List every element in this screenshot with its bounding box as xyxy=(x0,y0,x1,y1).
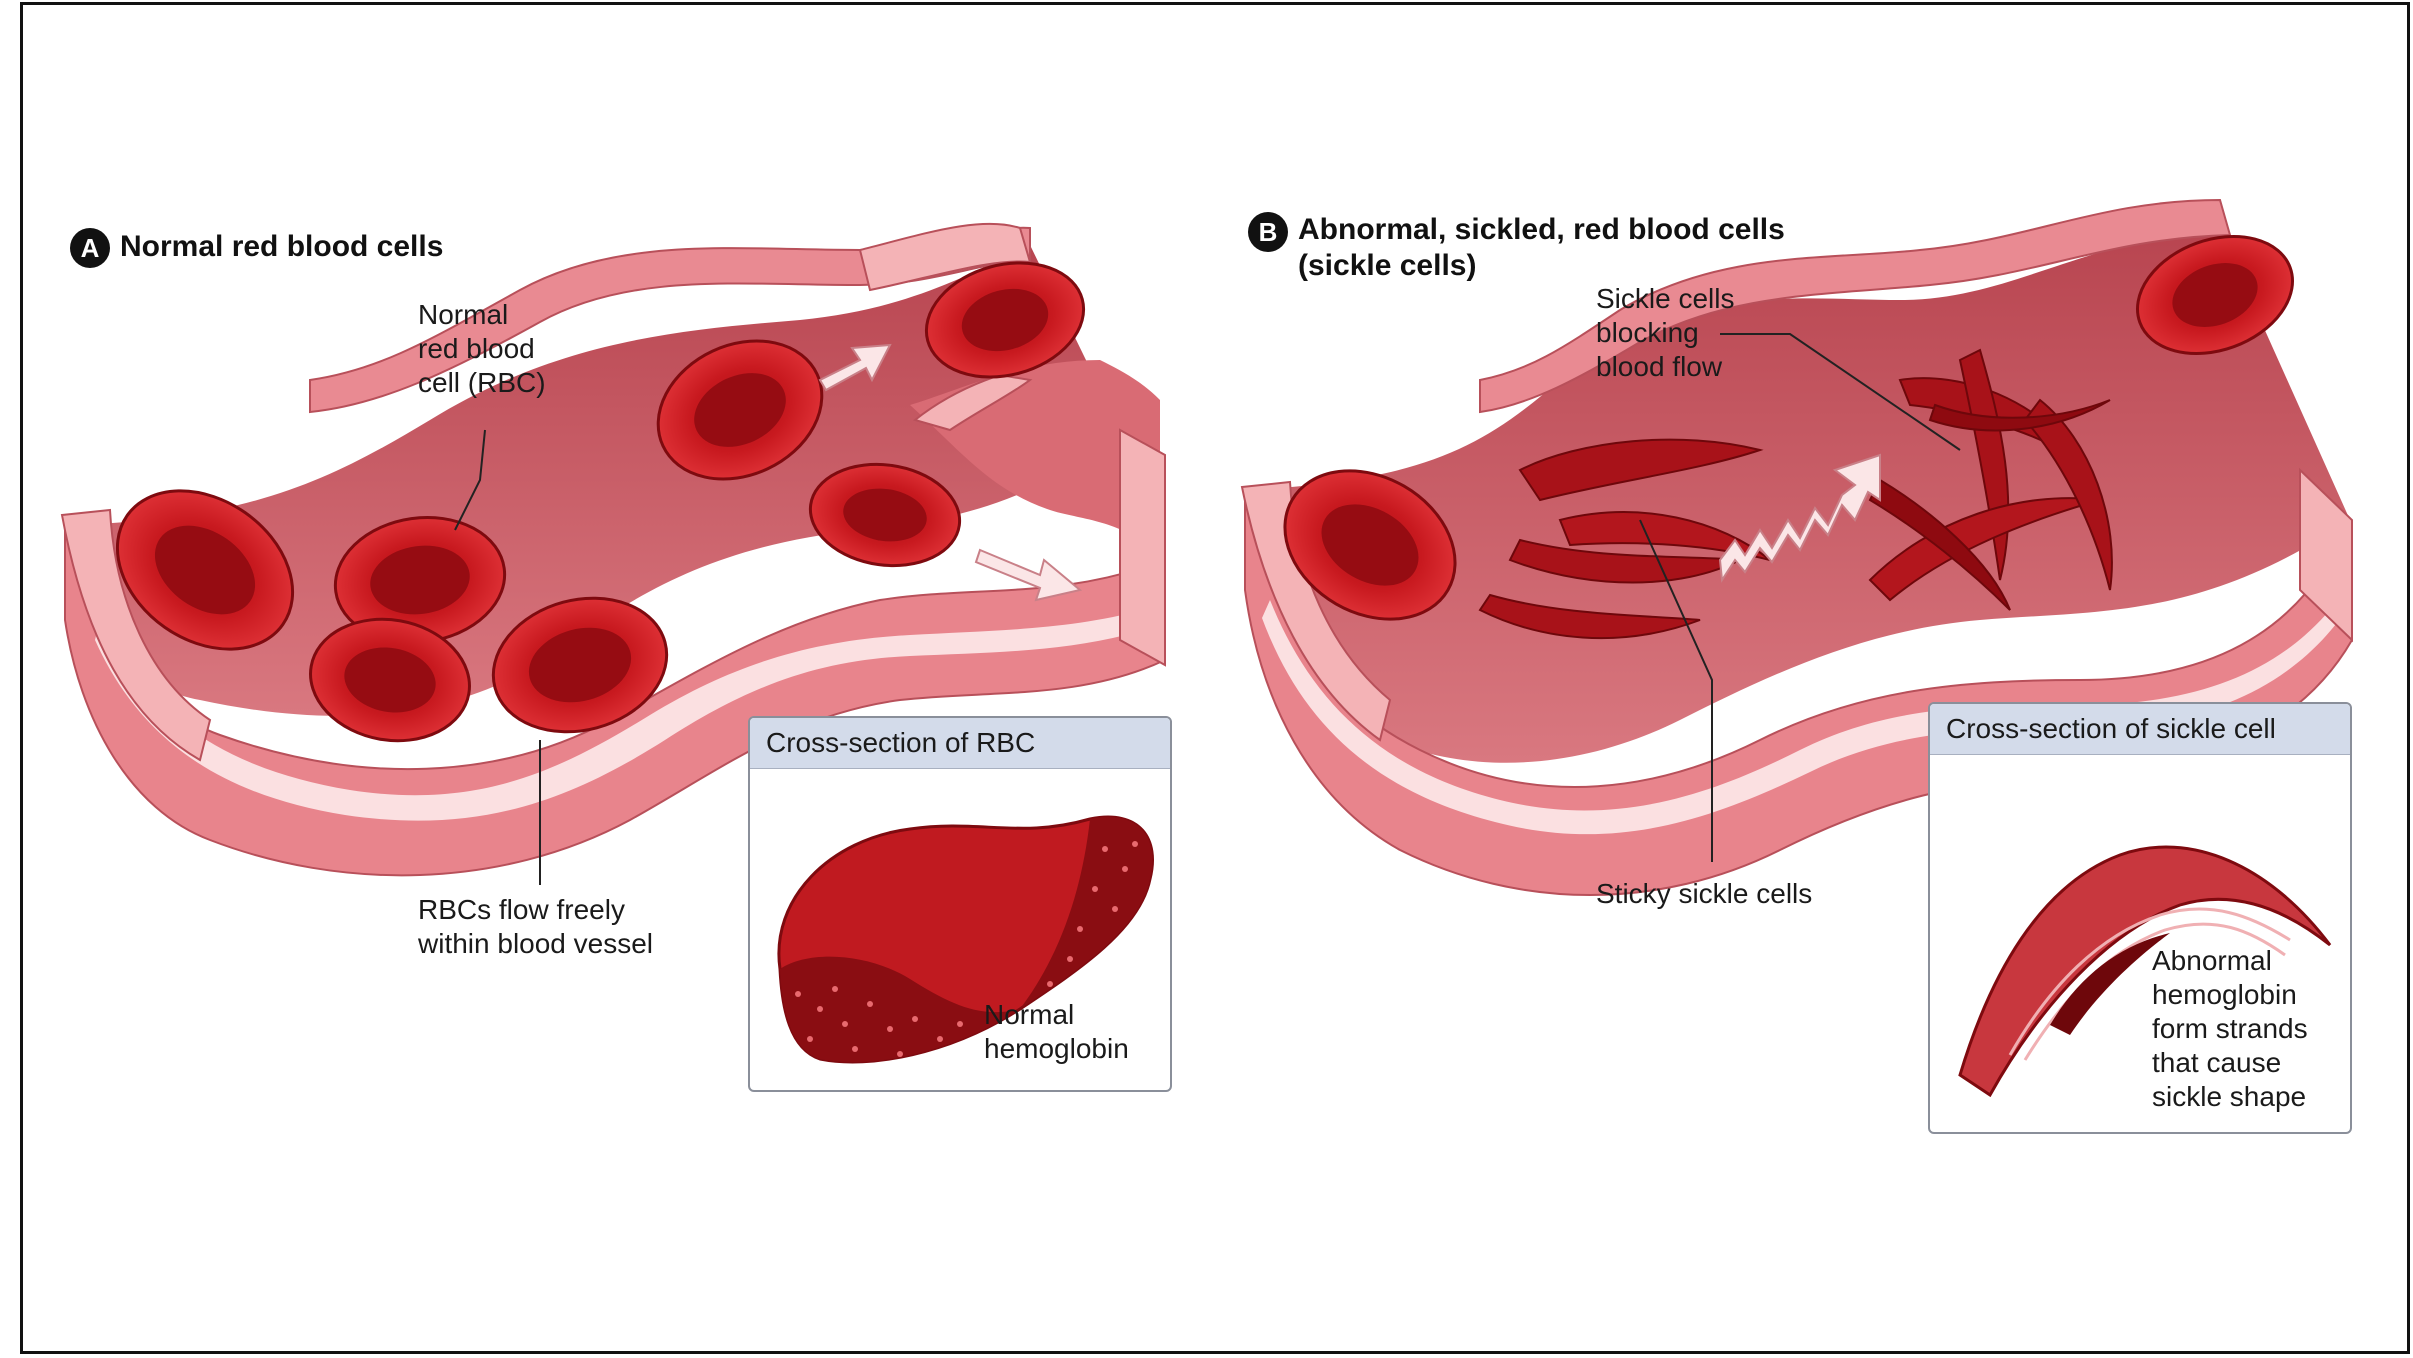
sickle-strands xyxy=(2008,907,2291,1056)
leader-line-sticky xyxy=(1639,519,1713,862)
label-sticky-sickle: Sticky sickle cells xyxy=(1596,878,1813,909)
sickle-cell xyxy=(1518,438,1764,502)
label-normal-hemoglobin: Normal hemoglobin xyxy=(984,999,1129,1064)
vessel-b-right-face xyxy=(2299,467,2353,643)
panel-b-title: Abnormal, sickled, red blood cells (sick… xyxy=(1298,213,1785,282)
sickle-cross-section-art xyxy=(1958,845,2332,1098)
label-rbcs-flow: RBCs flow freely within blood vessel xyxy=(418,894,654,959)
flow-arrow xyxy=(818,343,892,392)
label-normal-rbc: Normal red blood cell (RBC) xyxy=(418,299,546,398)
cells-b xyxy=(1283,235,2294,640)
rbc-cell xyxy=(808,462,962,568)
sickle-core xyxy=(2050,933,2170,1035)
vessel-a-fork-rim xyxy=(912,373,1033,432)
flow-arrows-a xyxy=(818,343,1083,602)
panel-a-title: Normal red blood cells xyxy=(120,230,444,263)
rbcs-a xyxy=(115,261,1086,743)
label-abnormal-hemoglobin: Abnormal hemoglobin form strands that ca… xyxy=(2152,945,2308,1112)
blocked-flow-arrow xyxy=(1718,453,1881,583)
rbc-cell xyxy=(491,596,669,734)
rbc-cross-section-art xyxy=(777,815,1154,1064)
sickle-cell xyxy=(1478,593,1701,640)
label-sickle-blocking: Sickle cells blocking blood flow xyxy=(1596,283,1735,382)
rbc-cell xyxy=(333,515,507,645)
rbc-cell xyxy=(2136,235,2294,355)
rbc-cross-section-cut-right xyxy=(1020,817,1153,1009)
inset-cross-section-rbc: Cross-section of RBC Normal hemoglobin xyxy=(748,716,1172,1092)
rbc-cell xyxy=(1283,469,1457,621)
flow-arrow xyxy=(974,548,1083,602)
inset-cross-section-sickle: Cross-section of sickle cell Abnormal he… xyxy=(1928,702,2352,1134)
vessel-a-wall-band xyxy=(95,605,1160,821)
badge-b: B xyxy=(1248,212,1288,252)
rbc-cell xyxy=(309,617,471,743)
rbc-cell xyxy=(656,339,824,481)
figure-border xyxy=(20,2,2410,1354)
inset-title: Cross-section of RBC xyxy=(750,718,1170,769)
rbc-cross-section-cut xyxy=(780,956,1020,1062)
inset-title: Cross-section of sickle cell xyxy=(1930,704,2350,755)
sickle-cell xyxy=(2023,398,2113,591)
leader-line-blocking xyxy=(1720,333,1961,451)
badge-a: A xyxy=(70,228,110,268)
sickle-cell xyxy=(1868,478,2011,611)
vessel-a-right-face xyxy=(1119,428,1166,667)
rbc-cell xyxy=(924,261,1086,379)
sickle-cross-section xyxy=(1958,845,2332,1098)
rbc-cell xyxy=(115,489,295,651)
vessel-b-lumen xyxy=(1250,230,2350,763)
vessel-a-left-face xyxy=(60,508,212,762)
leader-line-rbc xyxy=(454,429,486,531)
hemoglobin-dots xyxy=(795,841,1138,1057)
sickle-cell xyxy=(1928,399,2111,432)
